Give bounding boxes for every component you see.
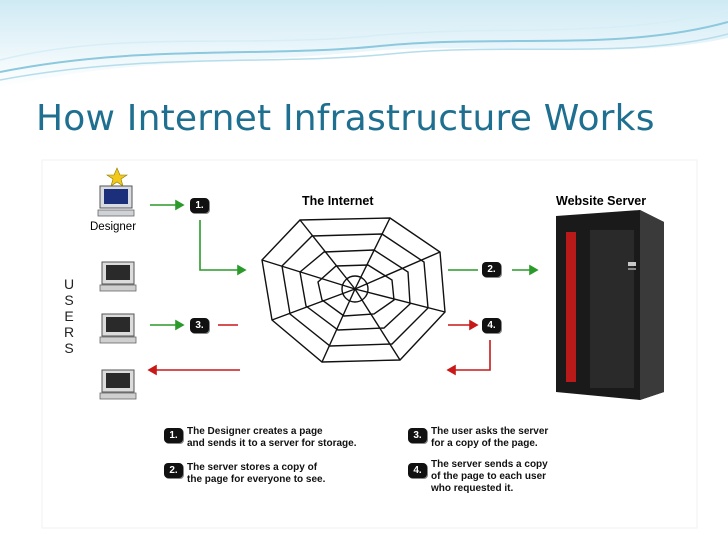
user-computer-icon-3 [99,369,137,400]
designer-label: Designer [90,221,137,233]
users-letter: U [63,276,75,292]
users-letter: E [64,308,74,324]
step-text-3: The user asks the server for a copy of t… [431,426,548,450]
step-line: and sends it to a server for storage. [187,438,357,449]
step-line: of the page to each user [431,471,547,482]
users-letter: S [64,292,74,308]
arrow-badge-3: 3. [190,318,209,333]
step-line: The Designer creates a page [187,426,323,437]
step-text-4: The server sends a copy of the page to e… [431,459,548,495]
star-icon [106,167,128,187]
step-text-2: The server stores a copy of the page for… [187,462,325,486]
header-wave [0,0,728,88]
step-badge-3: 3. [408,428,427,443]
step-badge-1: 1. [164,428,183,443]
arrow-badge-2: 2. [482,262,501,277]
users-letter: S [64,340,74,356]
arrow-badge-4: 4. [482,318,501,333]
user-computer-icon-2 [99,313,137,344]
step-line: The server sends a copy [431,459,548,470]
step-line: The user asks the server [431,426,549,437]
users-letter: R [63,324,75,340]
arrow-badge-1: 1. [190,198,209,213]
user-computer-icon-1 [99,261,137,292]
red-arrow-icon [147,319,491,376]
step-line: the page for everyone to see. [187,474,326,485]
page-title: How Internet Infrastructure Works [36,98,655,139]
step-line: who requested it. [431,483,514,494]
green-arrow-icon [150,199,539,331]
server-icon [556,210,664,400]
step-badge-4: 4. [408,463,427,478]
designer-computer-icon [97,185,135,217]
spider-web-icon [261,217,446,363]
step-line: for a copy of the page. [431,438,538,449]
server-label: Website Server [556,194,647,208]
users-vertical-label: U S E R S [60,276,78,356]
step-line: The server stores a copy of [187,462,318,473]
internet-label: The Internet [302,194,374,208]
step-badge-2: 2. [164,463,183,478]
step-text-1: The Designer creates a page and sends it… [187,426,357,450]
